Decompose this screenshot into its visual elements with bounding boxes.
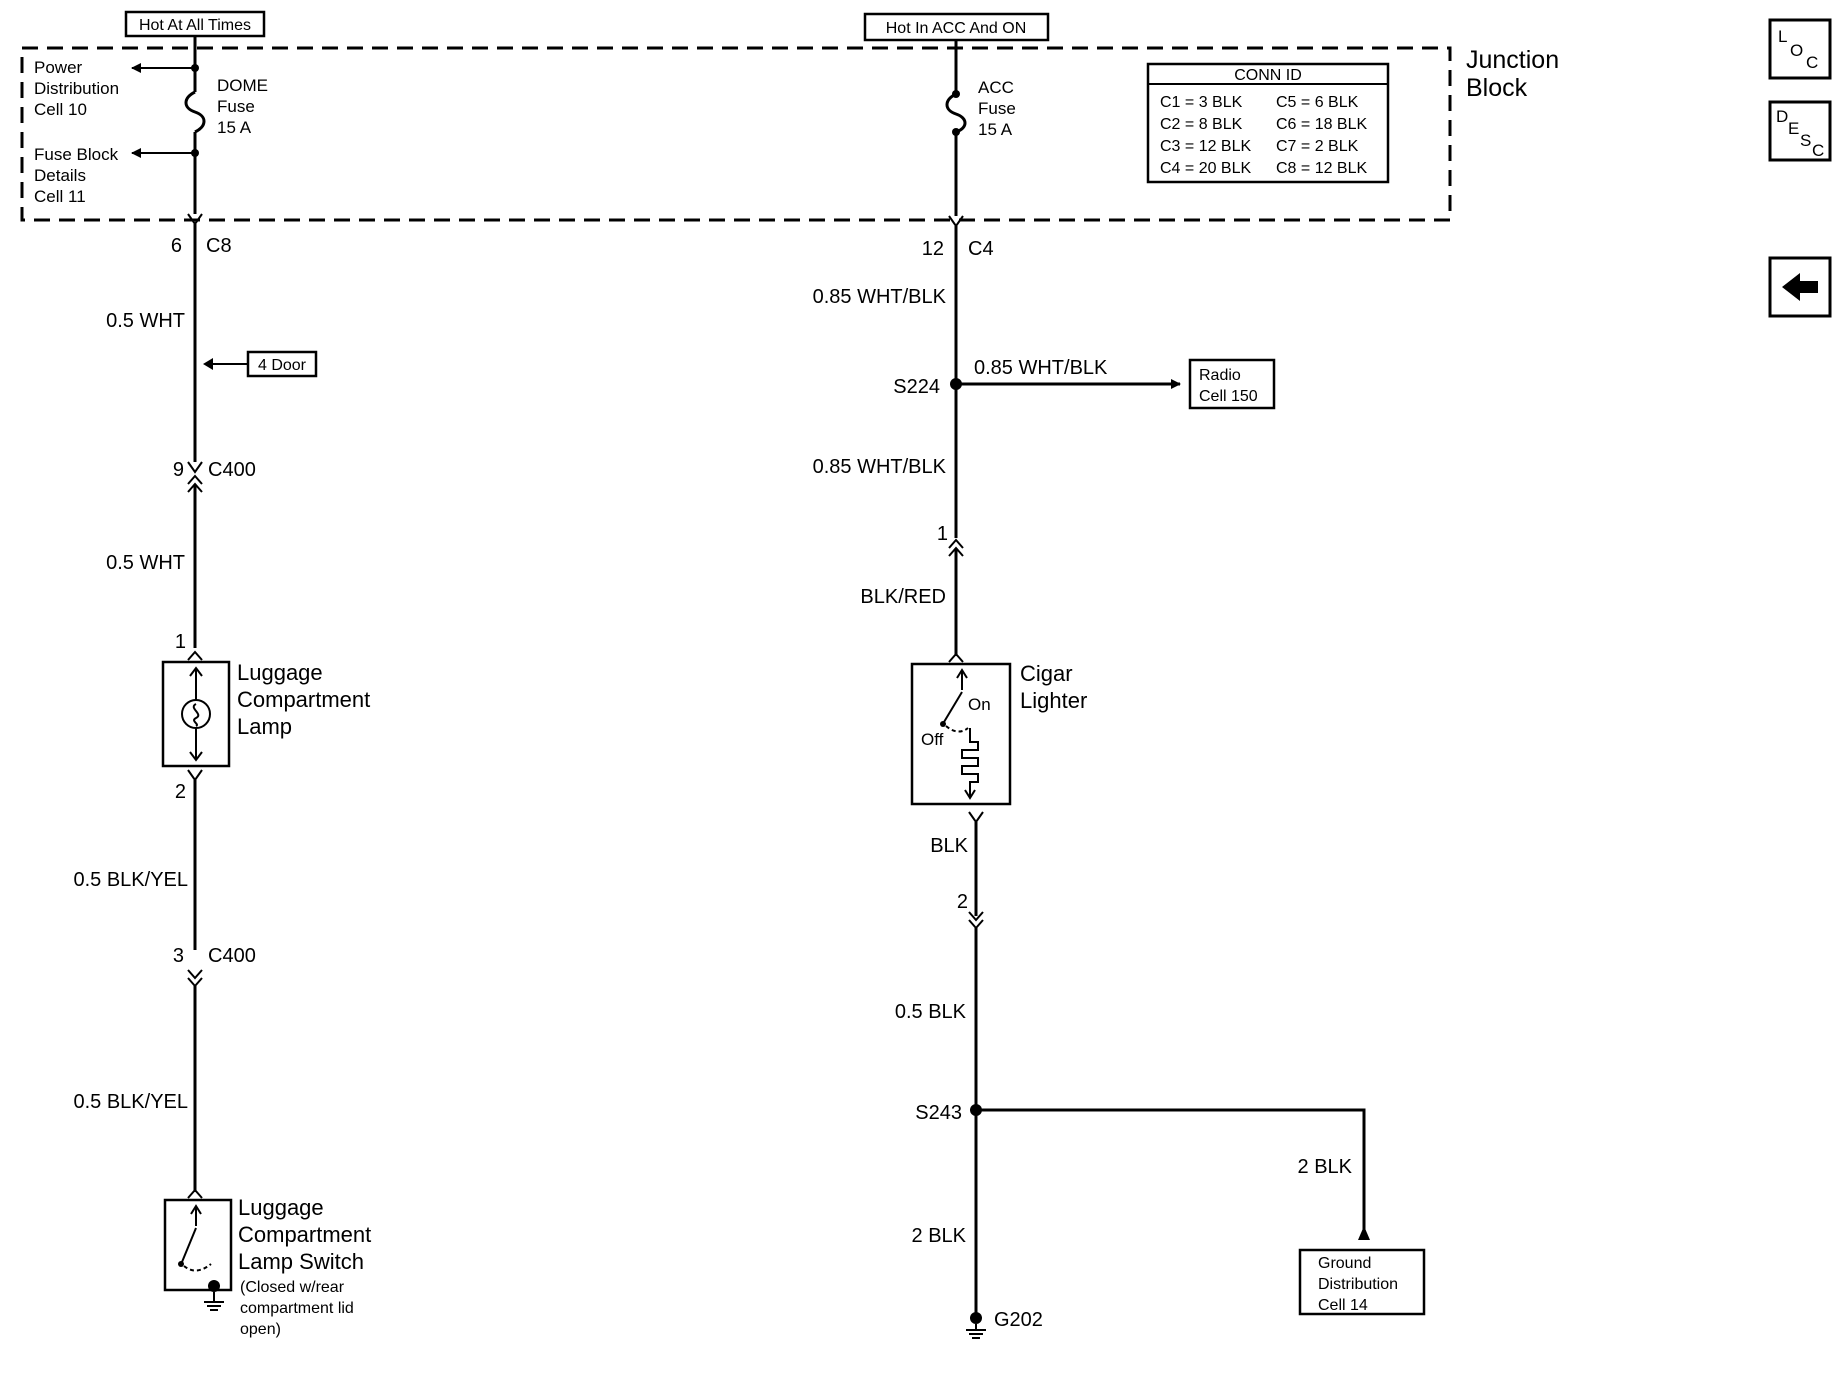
conn-id-r1-c1: C1 = 3 BLK <box>1160 94 1243 111</box>
left-wire-1: 0.5 WHT <box>106 310 185 332</box>
switch-note-1: (Closed w/rear <box>240 1279 345 1296</box>
lamp-label-3: Lamp <box>237 714 292 739</box>
acc-fuse-label-1: ACC <box>978 78 1014 97</box>
conn-pin-1: 1 <box>937 523 948 545</box>
c8-name: C8 <box>206 235 232 257</box>
lamp-switch-box <box>163 1198 233 1292</box>
desc-letter-d: D <box>1776 107 1788 126</box>
loc-letter-o: O <box>1790 41 1803 60</box>
left-wire-4: 0.5 BLK/YEL <box>73 1091 188 1113</box>
fuse-block-label-3: Cell 11 <box>34 187 86 206</box>
switch-label-2: Compartment <box>238 1222 371 1247</box>
power-dist-label-1: Power <box>34 58 83 77</box>
junction-block-label-2: Block <box>1466 74 1528 102</box>
junction-block-label-1: Junction <box>1466 46 1559 74</box>
hot-acc-on-label: Hot In ACC And ON <box>886 20 1027 37</box>
lamp-label-2: Compartment <box>237 687 370 712</box>
right-wire-1: 0.85 WHT/BLK <box>813 286 947 308</box>
power-dist-label-3: Cell 10 <box>34 100 87 119</box>
heating-element-icon <box>961 728 979 796</box>
lighter-off-label: Off <box>921 730 944 749</box>
desc-letter-c: C <box>1812 141 1824 160</box>
acc-fuse-label-3: 15 A <box>978 120 1013 139</box>
switch-note-2: compartment lid <box>240 1300 354 1317</box>
right-wire-6: 2 BLK <box>912 1225 967 1247</box>
right-wire-2: 0.85 WHT/BLK <box>813 456 947 478</box>
radio-branch-wire: 0.85 WHT/BLK <box>974 357 1108 379</box>
conn-id-table: CONN ID C1 = 3 BLK C5 = 6 BLK C2 = 8 BLK… <box>1146 62 1390 184</box>
splice-s224-label: S224 <box>893 376 940 398</box>
location-button[interactable]: L O C <box>1768 18 1832 80</box>
conn-id-r3-c2: C7 = 2 BLK <box>1276 138 1359 155</box>
conn-pin-2: 2 <box>957 891 968 913</box>
c400-bottom-pin: 3 <box>173 945 184 967</box>
back-button[interactable] <box>1768 256 1832 318</box>
junction-block-outline <box>20 46 1452 222</box>
conn-id-r4-c1: C4 = 20 BLK <box>1160 160 1252 177</box>
dome-fuse-label-1: DOME <box>217 76 268 95</box>
fuse-block-label-2: Details <box>34 166 86 185</box>
right-wire-4: BLK <box>930 835 968 857</box>
conn-id-title: CONN ID <box>1234 67 1302 84</box>
four-door-tag <box>246 350 318 378</box>
conn-id-r2-c2: C6 = 18 BLK <box>1276 116 1368 133</box>
ground-g202-icon <box>966 1324 986 1339</box>
c400-bottom-connector <box>187 969 203 988</box>
c400-top-name: C400 <box>208 459 256 481</box>
splice-s243-label: S243 <box>915 1102 962 1124</box>
lamp-pin-2: 2 <box>175 781 186 803</box>
radio-label-1: Radio <box>1199 367 1241 384</box>
c4-name: C4 <box>968 238 994 260</box>
ground-dist-label-2: Distribution <box>1318 1276 1398 1293</box>
hot-all-times-label: Hot At All Times <box>139 17 251 34</box>
lamp-pin-1: 1 <box>175 631 186 653</box>
conn-id-r4-c2: C8 = 12 BLK <box>1276 160 1368 177</box>
left-wire-3: 0.5 BLK/YEL <box>73 869 188 891</box>
ground-g202-label: G202 <box>994 1309 1043 1331</box>
desc-letter-s: S <box>1800 131 1811 150</box>
radio-box <box>1188 358 1276 410</box>
lamp-label-1: Luggage <box>237 660 323 685</box>
loc-letter-c: C <box>1806 53 1818 72</box>
radio-label-2: Cell 150 <box>1199 388 1258 405</box>
ground-dist-box <box>1298 1248 1426 1316</box>
dome-fuse-label-2: Fuse <box>217 97 255 116</box>
lighter-label-2: Lighter <box>1020 688 1087 713</box>
right-wire-5: 0.5 BLK <box>895 1001 967 1023</box>
dome-fuse-label-3: 15 A <box>217 118 252 137</box>
c4-pin: 12 <box>922 238 944 260</box>
switch-ground-icon <box>204 1292 224 1311</box>
lighter-label-1: Cigar <box>1020 661 1073 686</box>
desc-letter-e: E <box>1788 119 1799 138</box>
conn-id-r1-c2: C5 = 6 BLK <box>1276 94 1359 111</box>
c400-top-pin: 9 <box>173 459 184 481</box>
lighter-on-label: On <box>968 695 991 714</box>
ground-dist-label-1: Ground <box>1318 1255 1371 1272</box>
conn-id-r2-c1: C2 = 8 BLK <box>1160 116 1243 133</box>
power-dist-label-2: Distribution <box>34 79 119 98</box>
dome-fuse-symbol <box>184 90 206 134</box>
fuse-block-label-1: Fuse Block <box>34 145 119 164</box>
description-button[interactable]: D E S C <box>1768 100 1832 162</box>
acc-fuse-label-2: Fuse <box>978 99 1016 118</box>
switch-note-3: open) <box>240 1321 281 1338</box>
left-arrow-icon <box>1782 273 1818 301</box>
c400-top-connector <box>187 461 203 474</box>
switch-label-1: Luggage <box>238 1195 324 1220</box>
ground-dist-wire: 2 BLK <box>1298 1156 1353 1178</box>
ground-dist-label-3: Cell 14 <box>1318 1297 1368 1314</box>
right-wire-3: BLK/RED <box>860 586 946 608</box>
conn-id-r3-c1: C3 = 12 BLK <box>1160 138 1252 155</box>
acc-fuse-symbol <box>945 92 967 134</box>
c8-pin: 6 <box>171 235 182 257</box>
left-wire-2: 0.5 WHT <box>106 552 185 574</box>
loc-letter-l: L <box>1778 27 1787 46</box>
four-door-label: 4 Door <box>258 357 307 374</box>
c400-bottom-name: C400 <box>208 945 256 967</box>
switch-label-3: Lamp Switch <box>238 1249 364 1274</box>
